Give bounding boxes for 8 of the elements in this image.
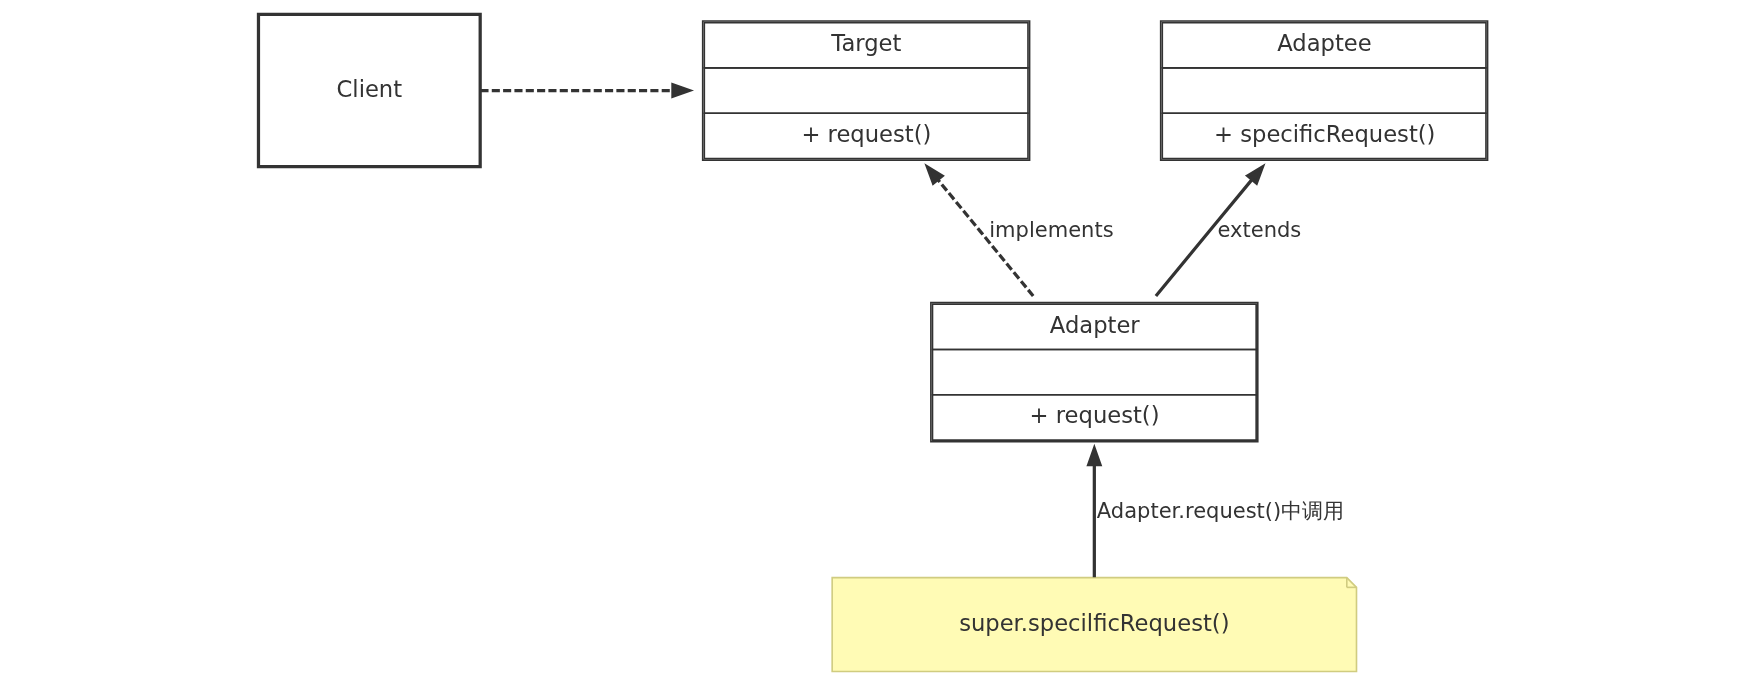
arrow <box>1085 443 1102 578</box>
edge-label: extends <box>1217 216 1301 242</box>
edge-label: implements <box>988 216 1114 242</box>
edge-label: Adapter.request()中调用 <box>1096 498 1344 524</box>
node-box: Client <box>256 12 482 169</box>
arrow <box>923 163 1034 297</box>
arrow <box>1154 163 1265 297</box>
arrow <box>479 82 694 99</box>
